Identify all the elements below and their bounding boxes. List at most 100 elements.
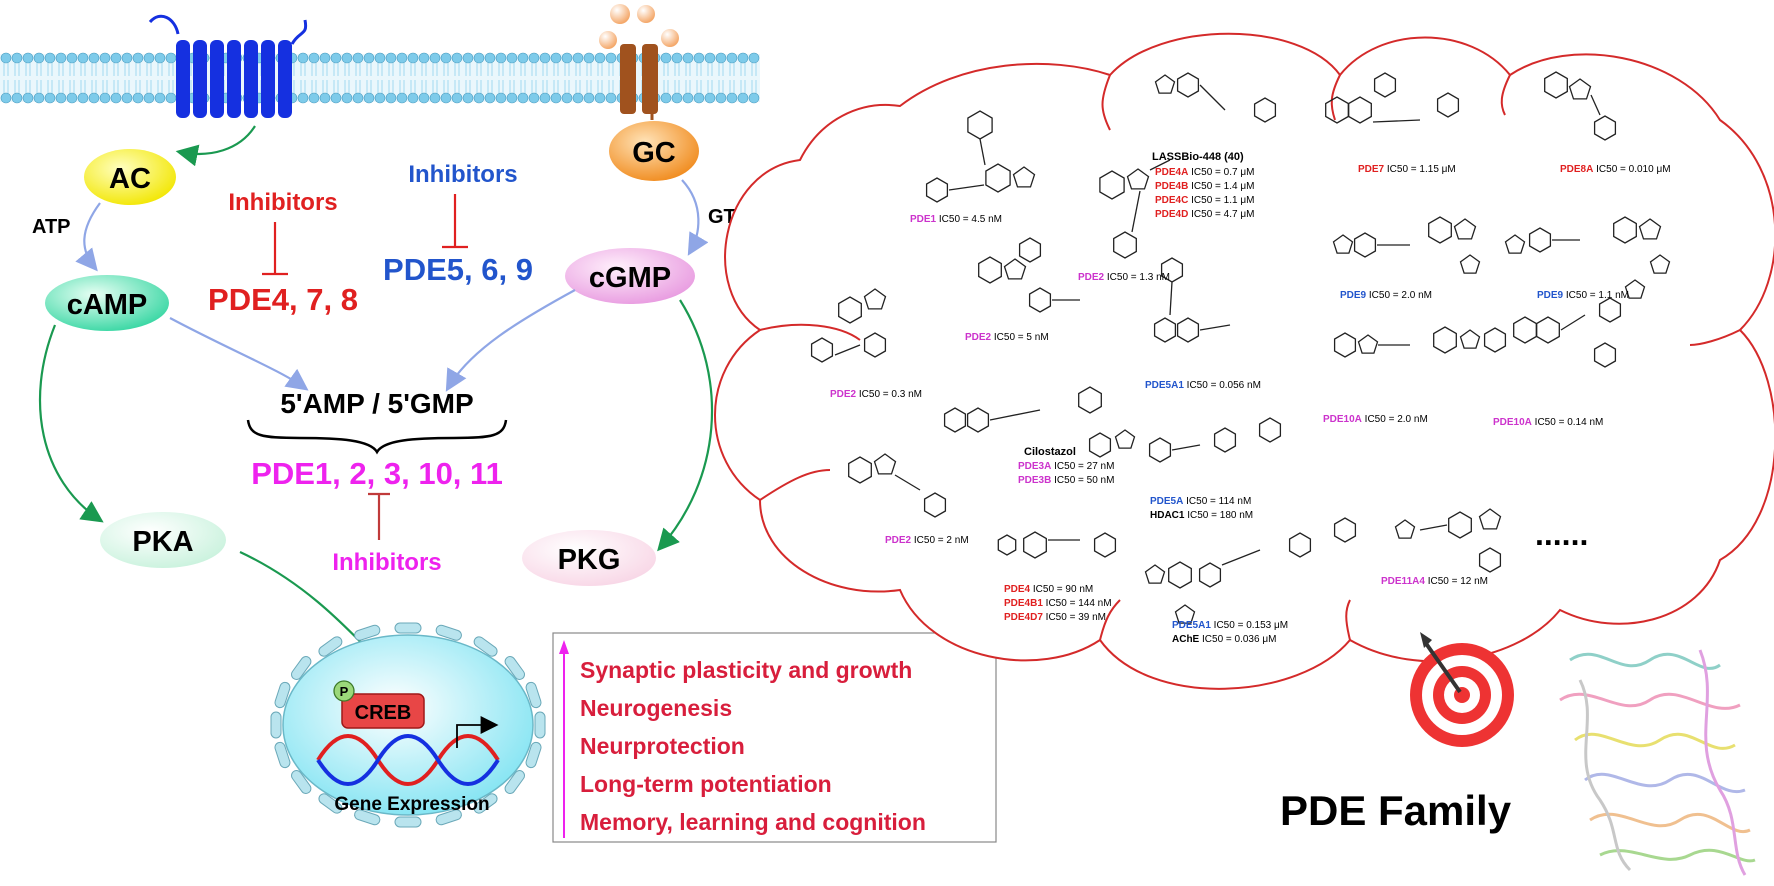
molecule-ring xyxy=(1023,531,1047,559)
molecule-ring xyxy=(978,256,1002,284)
inhibitors-label-blue: Inhibitors xyxy=(408,161,517,188)
cgmp-node: cGMP xyxy=(565,248,695,304)
gc-label: GC xyxy=(632,137,676,169)
molecule-ring xyxy=(997,534,1017,556)
compound-label-pde5a1a: PDE5A1 IC50 = 0.056 nM xyxy=(1145,380,1261,391)
molecule-bond xyxy=(1221,549,1261,566)
molecule-ring xyxy=(1598,297,1622,323)
effect-item: Neurprotection xyxy=(580,733,745,759)
molecule-bond xyxy=(1560,314,1586,331)
molecule-ring xyxy=(1504,234,1526,254)
molecule-ring xyxy=(863,288,887,310)
compound-label-pde4: PDE4 IC50 = 90 nM xyxy=(1004,584,1093,595)
molecule-ring xyxy=(1333,517,1357,543)
gc-node: GC xyxy=(609,121,699,181)
compound-label-pde5a: PDE5A IC50 = 114 nM xyxy=(1150,496,1251,507)
molecule-bond xyxy=(1149,159,1171,171)
effect-item: Synaptic plasticity and growth xyxy=(580,657,912,683)
molecule-ring xyxy=(1593,115,1617,141)
ac-node: AC xyxy=(84,149,176,205)
molecule-ring xyxy=(1593,342,1617,368)
molecule-bond xyxy=(989,409,1041,421)
guanylyl-cyclase-receptor-icon xyxy=(599,4,679,114)
compound-label-pde5a1b: PDE5A1 IC50 = 0.153 μM xyxy=(1172,620,1288,631)
molecule-ring xyxy=(1649,254,1671,274)
cloud-ellipsis: ...... xyxy=(1535,516,1588,552)
atp-label: ATP xyxy=(32,216,71,238)
amp-gmp-label: 5'AMP / 5'GMP xyxy=(280,388,473,419)
molecule-ring xyxy=(985,163,1011,193)
molecule-ring xyxy=(863,332,887,358)
pde-group-magenta-label: PDE1, 2, 3, 10, 11 xyxy=(251,456,503,491)
molecule-ring xyxy=(1088,432,1112,458)
molecule-bond xyxy=(1171,444,1201,451)
compound-label-pde9a: PDE9 IC50 = 2.0 nM xyxy=(1340,290,1432,301)
molecule-ring xyxy=(1078,386,1102,414)
camp-node: cAMP xyxy=(45,275,169,331)
molecule-ring xyxy=(1114,429,1136,449)
molecule-ring xyxy=(1012,166,1036,188)
compound-label-pde2c: PDE2 IC50 = 5 nM xyxy=(965,332,1049,343)
compound-label-cilostazol: Cilostazol xyxy=(1024,446,1076,458)
compound-label-pde2d: PDE2 IC50 = 2 nM xyxy=(885,535,969,546)
molecule-ring xyxy=(873,453,897,475)
molecule-ring xyxy=(1333,332,1357,358)
molecule-ring xyxy=(1638,218,1662,240)
molecule-ring xyxy=(1453,218,1477,240)
molecule-bond xyxy=(979,138,986,166)
molecule-ring xyxy=(1357,334,1379,354)
compound-label-pde1: PDE1 IC50 = 4.5 nM xyxy=(910,214,1002,225)
molecule-ring xyxy=(1536,316,1560,344)
molecule-ring xyxy=(1459,254,1481,274)
molecule-ring xyxy=(1176,72,1200,98)
effect-item: Neurogenesis xyxy=(580,695,732,721)
compound-label-pde4c: PDE4C IC50 = 1.1 μM xyxy=(1155,195,1254,206)
molecule-ring xyxy=(1332,234,1354,254)
molecule-ring xyxy=(1148,437,1172,463)
molecule-ring xyxy=(1528,227,1552,253)
compound-label-pde3a: PDE3A IC50 = 27 nM xyxy=(1018,461,1114,472)
inhibitors-label-magenta: Inhibitors xyxy=(332,549,441,576)
molecule-ring xyxy=(1126,168,1150,190)
pkg-label: PKG xyxy=(558,544,621,576)
molecule-ring xyxy=(1613,216,1637,244)
molecule-ring xyxy=(1353,232,1377,258)
molecule-ring xyxy=(1213,427,1237,453)
molecule-bond xyxy=(948,184,985,191)
compound-label-pde2b: PDE2 IC50 = 0.3 nM xyxy=(830,389,922,400)
compound-label-pde7: PDE7 IC50 = 1.15 μM xyxy=(1358,164,1456,175)
pka-label: PKA xyxy=(132,526,193,558)
molecule-ring xyxy=(1253,97,1277,123)
compound-label-pde11a4: PDE11A4 IC50 = 12 nM xyxy=(1381,576,1488,587)
compound-label-pde4d: PDE4D IC50 = 4.7 μM xyxy=(1155,209,1254,220)
protein-structure-icon xyxy=(1559,649,1756,876)
molecule-ring xyxy=(1348,96,1372,124)
molecule-bond xyxy=(1169,281,1173,316)
molecule-bond xyxy=(1131,190,1141,233)
molecule-ring xyxy=(838,296,862,324)
molecule-ring xyxy=(1478,547,1502,573)
compound-label-pde8a: PDE8A IC50 = 0.010 μM xyxy=(1560,164,1671,175)
compound-label-pde10a2: PDE10A IC50 = 0.14 nM xyxy=(1493,417,1603,428)
molecule-ring xyxy=(1459,329,1481,349)
molecule-ring xyxy=(1018,237,1042,263)
compound-label-pde4a: PDE4A IC50 = 0.7 μM xyxy=(1155,167,1254,178)
molecule-bond xyxy=(1372,119,1421,123)
molecule-ring xyxy=(966,407,990,433)
molecule-ring xyxy=(1394,519,1416,539)
phosphate-icon xyxy=(333,680,355,702)
compound-label-pde3b: PDE3B IC50 = 50 nM xyxy=(1018,475,1114,486)
compound-label-pde4b: PDE4B IC50 = 1.4 μM xyxy=(1155,181,1254,192)
molecule-ring xyxy=(1258,417,1282,443)
molecule-bond xyxy=(1419,524,1448,531)
inhibitors-label-red: Inhibitors xyxy=(228,189,337,216)
compound-label-hdac1: HDAC1 IC50 = 180 nM xyxy=(1150,510,1253,521)
molecule-ring xyxy=(925,177,949,203)
molecule-ring xyxy=(1198,562,1222,588)
effects-box: Synaptic plasticity and growthNeurogenes… xyxy=(552,632,997,843)
effect-item: Long-term potentiation xyxy=(580,771,832,797)
compound-label-pde4b1: PDE4B1 IC50 = 144 nM xyxy=(1004,598,1112,609)
molecule-ring xyxy=(1113,231,1137,259)
compound-label-pde4d7: PDE4D7 IC50 = 39 nM xyxy=(1004,612,1106,623)
